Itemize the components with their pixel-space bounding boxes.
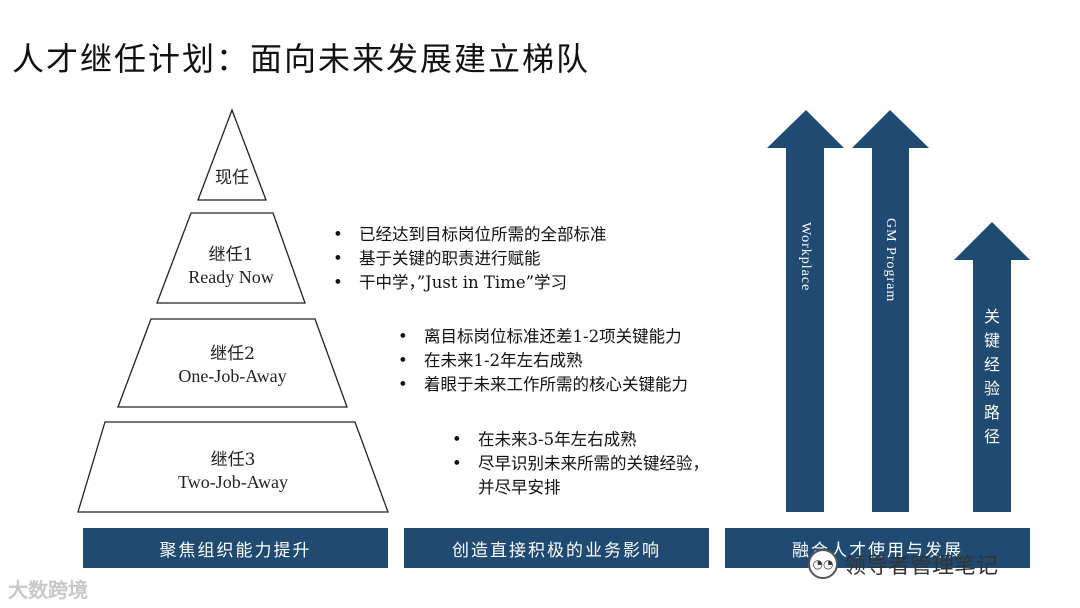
- bullet-item: 着眼于未来工作所需的核心关键能力: [398, 373, 688, 397]
- bullet-item: 在未来3-5年左右成熟: [452, 428, 709, 452]
- watermark-left: 大数跨境: [8, 574, 88, 603]
- arrow-label-gm-program: GM Program: [883, 218, 898, 303]
- bullet-item: 尽早识别未来所需的关键经验，: [452, 452, 709, 476]
- bullet-item: 干中学，”Just in Time”学习: [333, 271, 607, 295]
- tier-label-line1: 继任2: [210, 344, 255, 364]
- bottom-bar-business-impact: 创造直接积极的业务影响: [404, 528, 709, 568]
- bullets-tier1: 已经达到目标岗位所需的全部标准 基于关键的职责进行赋能 干中学，”Just in…: [333, 223, 607, 295]
- bullet-item: 基于关键的职责进行赋能: [333, 247, 607, 271]
- watermark-right: ◔◔ 领导者管理笔记: [808, 548, 998, 580]
- bullets-tier3: 在未来3-5年左右成熟 尽早识别未来所需的关键经验， 并尽早安排: [452, 428, 709, 500]
- tier-label-line1: 现任: [215, 168, 249, 188]
- bullet-item-continuation: 并尽早安排: [452, 476, 709, 500]
- bottom-bar-talent-development: 融合人才使用与发展: [725, 528, 1030, 568]
- bullet-item: 已经达到目标岗位所需的全部标准: [333, 223, 607, 247]
- tier-label-successor-3: 继任3 Two-Job-Away: [78, 449, 388, 493]
- wechat-icon: ◔◔: [808, 549, 838, 579]
- tier-label-line2: Two-Job-Away: [177, 472, 289, 492]
- watermark-right-text: 领导者管理笔记: [844, 554, 999, 579]
- pyramid-tier-top: [197, 108, 267, 201]
- arrow-gm-program: [852, 110, 929, 512]
- tier-label-current: 现任: [198, 167, 266, 189]
- tier-label-line2: One-Job-Away: [178, 366, 287, 386]
- arrow-label-workplace: Workplace: [798, 222, 813, 292]
- tier-label-line1: 继任1: [208, 245, 254, 265]
- bullet-item: 离目标岗位标准还差1-2项关键能力: [398, 325, 688, 349]
- page-title: 人才继任计划：面向未来发展建立梯队: [12, 40, 591, 78]
- bullet-item: 在未来1-2年左右成熟: [398, 349, 688, 373]
- pyramid-tier-2: [117, 318, 348, 408]
- bottom-bar-org-capability: 聚焦组织能力提升: [83, 528, 388, 568]
- tier-label-successor-1: 继任1 Ready Now: [157, 244, 305, 288]
- watermark-left-text: 大数跨境: [8, 578, 88, 602]
- arrow-label-key-experience: 关键经验路径: [983, 307, 1000, 446]
- bullet-continuation-text: 并尽早安排: [478, 478, 561, 497]
- pyramid-tier-1: [156, 212, 306, 304]
- bullets-tier2: 离目标岗位标准还差1-2项关键能力 在未来1-2年左右成熟 着眼于未来工作所需的…: [398, 325, 688, 397]
- pyramid-tier-3: [77, 421, 389, 513]
- tier-label-successor-2: 继任2 One-Job-Away: [118, 343, 347, 387]
- arrow-key-experience: [954, 222, 1030, 512]
- tier-label-line1: 继任3: [210, 450, 256, 470]
- arrow-workplace: [767, 110, 844, 512]
- tier-label-line2: Ready Now: [188, 267, 274, 287]
